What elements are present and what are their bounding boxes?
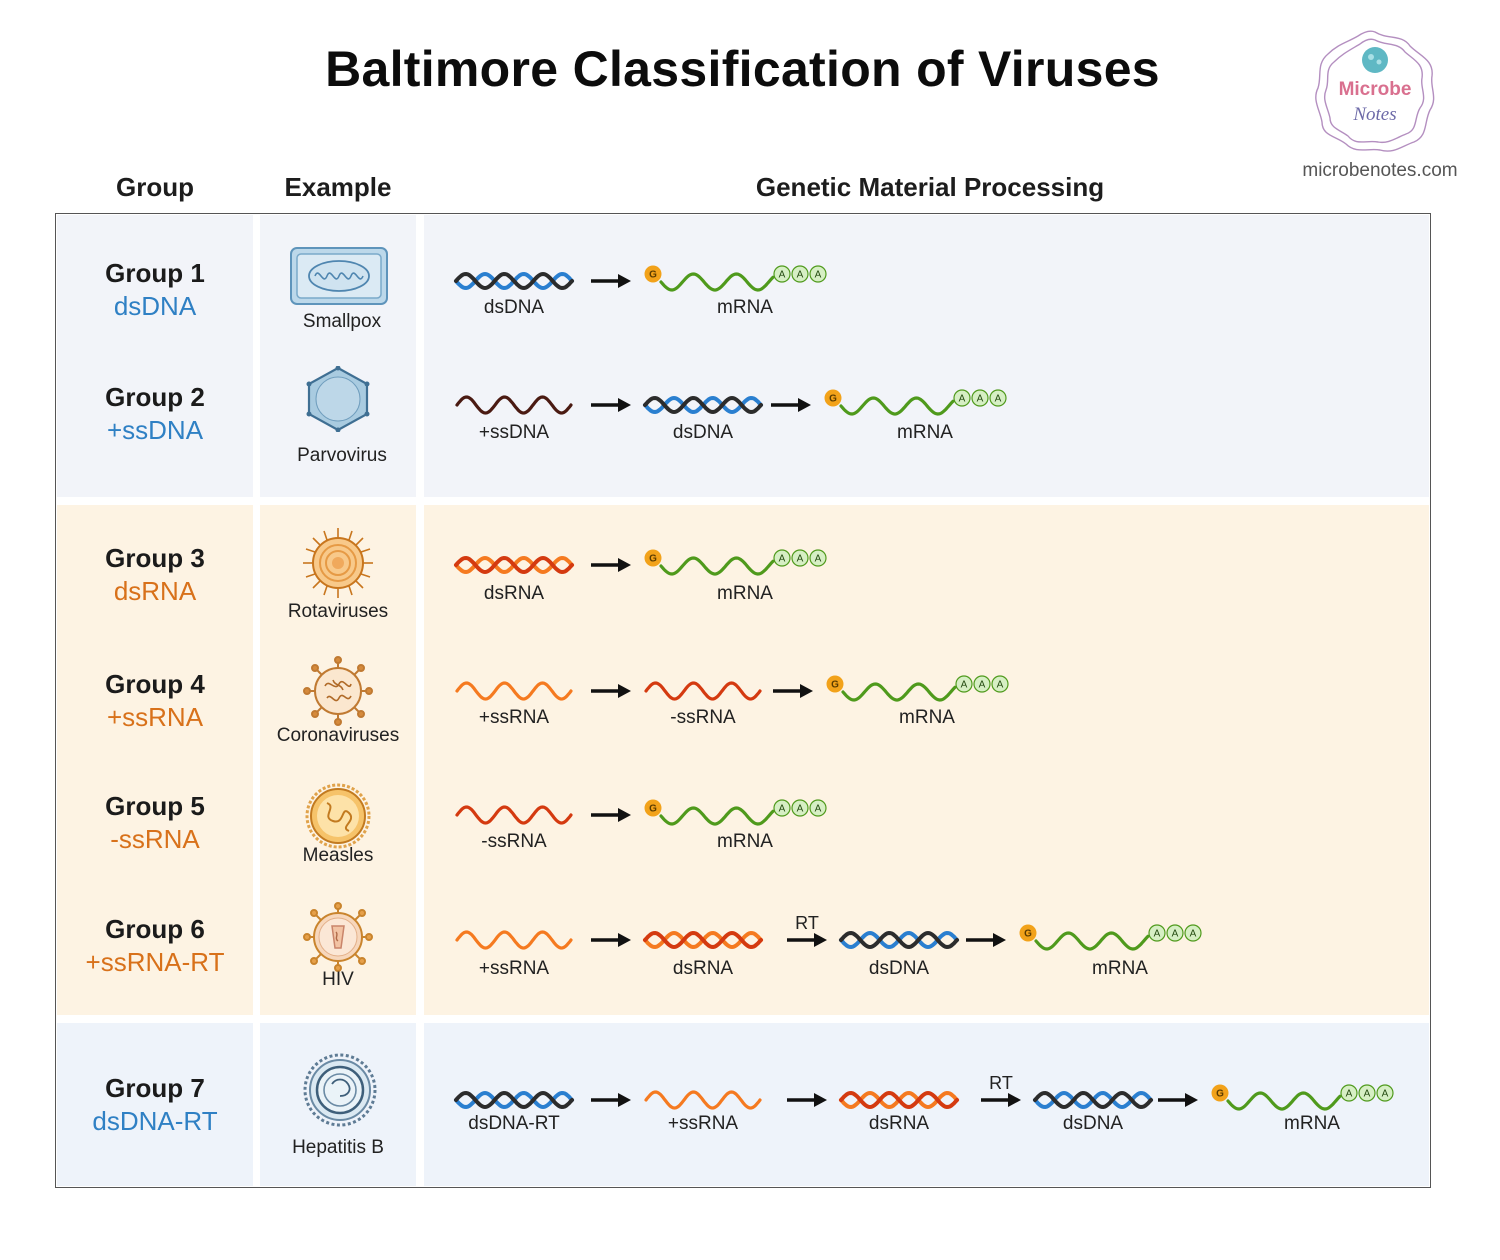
group-1-step-1-label: dsDNA xyxy=(483,297,545,318)
site-url: microbenotes.com xyxy=(1302,160,1458,181)
group-6-step-2-label: dsRNA xyxy=(672,958,734,979)
group-3-type: dsRNA xyxy=(113,576,197,606)
group-7-type: dsDNA-RT xyxy=(92,1106,218,1136)
group-7-step-4-label: dsDNA xyxy=(1062,1113,1124,1134)
hepatitis-b-virus-icon xyxy=(303,1053,377,1127)
group-2-step-3-label: mRNA xyxy=(897,422,953,443)
example-label-rotaviruses: Rotaviruses xyxy=(287,601,389,622)
group-6-name: Group 6 xyxy=(105,914,205,944)
band-dna-group-col xyxy=(57,215,253,497)
group-7-step-3-label: dsRNA xyxy=(868,1113,930,1134)
group-7-rt-label: RT xyxy=(989,1073,1013,1093)
measles-virus-icon xyxy=(305,783,371,849)
group-7-step-2-label: +ssRNA xyxy=(667,1113,739,1134)
group-4-step-2-label: -ssRNA xyxy=(670,707,736,728)
group-7-name: Group 7 xyxy=(105,1073,205,1103)
column-header-example: Example xyxy=(284,172,392,202)
rotavirus-icon xyxy=(303,528,373,598)
group-4-step-1-label: +ssRNA xyxy=(478,707,550,728)
group-6-rt-label: RT xyxy=(795,913,819,933)
band-rna-group-col xyxy=(57,505,253,1015)
column-header-group: Group xyxy=(116,172,194,202)
group-2-label: Group 2 +ssDNA xyxy=(56,381,254,447)
group-4-label: Group 4 +ssRNA xyxy=(56,668,254,734)
group-7-step-1-label: dsDNA-RT xyxy=(468,1113,560,1134)
logo-word-microbe: Microbe xyxy=(1339,79,1412,100)
group-6-step-3-label: dsDNA xyxy=(868,958,930,979)
group-5-step-2-label: mRNA xyxy=(717,831,773,852)
group-7-label: Group 7 dsDNA-RT xyxy=(56,1072,254,1138)
group-3-name: Group 3 xyxy=(105,543,205,573)
page-title: Baltimore Classification of Viruses xyxy=(325,41,1160,97)
group-2-step-2-label: dsDNA xyxy=(672,422,734,443)
group-3-label: Group 3 dsRNA xyxy=(56,542,254,608)
group-1-type: dsDNA xyxy=(113,291,197,321)
group-4-step-3-label: mRNA xyxy=(899,707,955,728)
group-6-step-4-label: mRNA xyxy=(1092,958,1148,979)
group-5-type: -ssRNA xyxy=(110,824,200,854)
group-5-step-1-label: -ssRNA xyxy=(481,831,547,852)
group-6-type: +ssRNA-RT xyxy=(85,947,225,977)
group-2-step-1-label: +ssDNA xyxy=(478,422,550,443)
group-5-label: Group 5 -ssRNA xyxy=(56,790,254,856)
example-label-hepatitis-b: Hepatitis B xyxy=(292,1137,384,1158)
group-4-type: +ssRNA xyxy=(106,702,204,732)
parvovirus-icon xyxy=(306,366,370,432)
hiv-icon xyxy=(303,902,373,972)
smallpox-virus-icon xyxy=(290,247,388,305)
column-header-processing: Genetic Material Processing xyxy=(755,172,1105,202)
example-label-parvovirus: Parvovirus xyxy=(297,445,387,466)
group-2-type: +ssDNA xyxy=(106,415,204,445)
group-1-label: Group 1 dsDNA xyxy=(56,257,254,323)
band-rt-group-col xyxy=(57,1023,253,1186)
band-rt-process-col xyxy=(424,1023,1429,1186)
coronavirus-icon xyxy=(303,656,373,726)
group-2-name: Group 2 xyxy=(105,382,205,412)
group-3-step-1-label: dsRNA xyxy=(483,583,545,604)
group-7-step-5-label: mRNA xyxy=(1284,1113,1340,1134)
band-rna-process-col xyxy=(424,505,1429,1015)
group-1-name: Group 1 xyxy=(105,258,205,288)
logo-word-notes: Notes xyxy=(1352,104,1396,125)
example-label-measles: Measles xyxy=(302,845,374,866)
band-dna-process-col xyxy=(424,215,1429,497)
group-6-label: Group 6 +ssRNA-RT xyxy=(56,913,254,979)
example-label-coronaviruses: Coronaviruses xyxy=(276,725,400,746)
group-3-step-2-label: mRNA xyxy=(717,583,773,604)
group-1-step-2-label: mRNA xyxy=(717,297,773,318)
group-5-name: Group 5 xyxy=(105,791,205,821)
microbe-notes-logo: Microbe Notes xyxy=(1315,30,1435,152)
group-4-name: Group 4 xyxy=(105,669,205,699)
group-6-step-1-label: +ssRNA xyxy=(478,958,550,979)
example-label-smallpox: Smallpox xyxy=(302,311,382,332)
example-label-hiv: HIV xyxy=(322,969,354,990)
